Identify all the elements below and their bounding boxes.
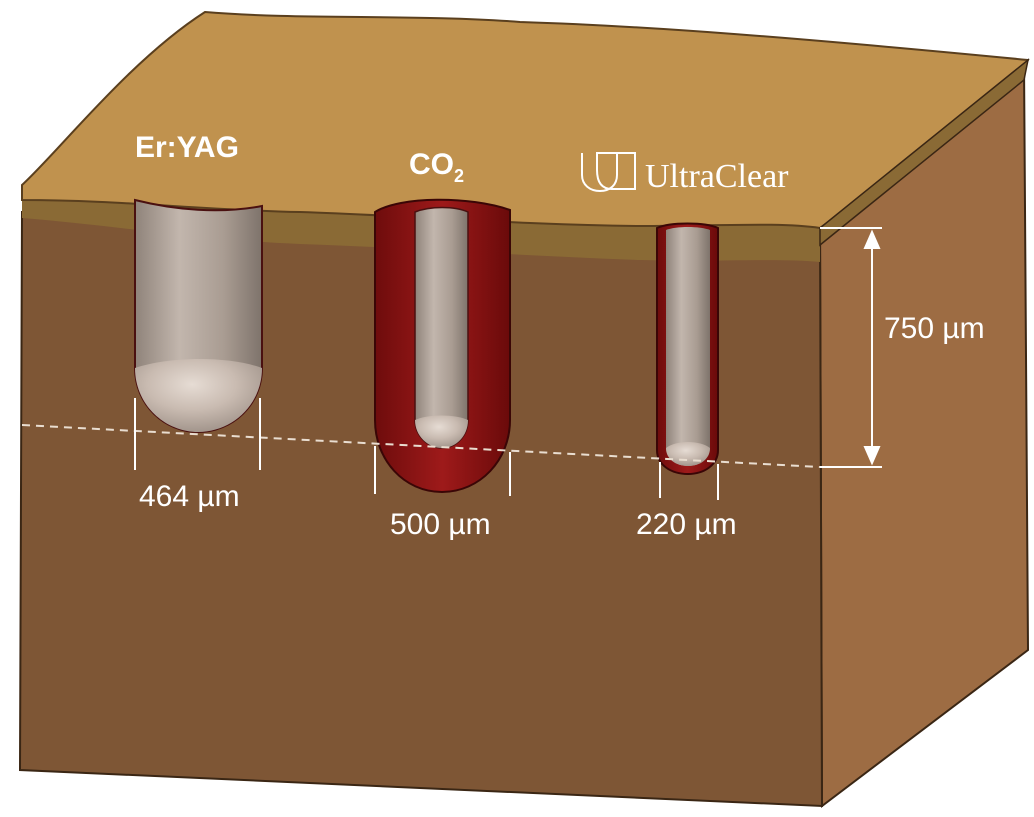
co2-label: CO2 bbox=[409, 148, 464, 186]
er-yag-width-label: 464 µm bbox=[139, 480, 240, 513]
co2-width-marker bbox=[374, 446, 511, 496]
ultraclear-width-marker bbox=[659, 462, 719, 500]
depth-label: 750 µm bbox=[884, 312, 985, 345]
er-yag-width-marker bbox=[134, 398, 261, 470]
depth-marker bbox=[820, 227, 882, 468]
co2-label-subscript: 2 bbox=[454, 166, 464, 186]
ultraclear-width-label: 220 µm bbox=[636, 508, 737, 541]
skin-side-edge bbox=[819, 58, 1030, 247]
co2-channel bbox=[374, 198, 511, 494]
ultraclear-channel bbox=[656, 222, 719, 476]
er-yag-label: Er:YAG bbox=[135, 131, 239, 164]
er-yag-channel bbox=[134, 198, 263, 434]
co2-width-label: 500 µm bbox=[390, 508, 491, 541]
ultraclear-label: UltraClear bbox=[645, 158, 789, 195]
co2-label-main: CO bbox=[409, 148, 454, 181]
ultraclear-logo-icon bbox=[581, 152, 636, 193]
depth-reference-line bbox=[21, 424, 821, 468]
